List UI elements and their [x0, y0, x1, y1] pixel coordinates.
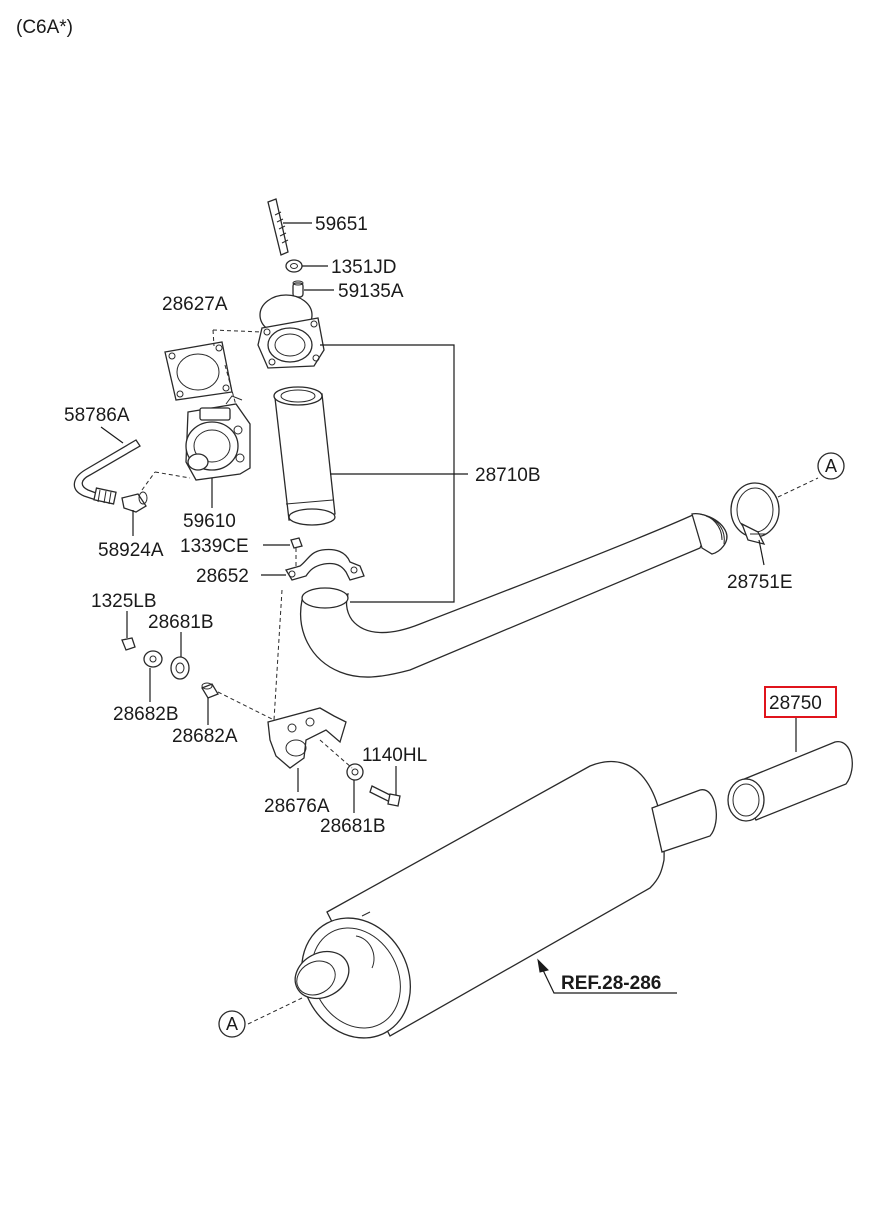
part-label-28652[interactable]: 28652	[196, 566, 249, 587]
clamp-28751e-drawing	[730, 482, 780, 545]
tail-pipe-28750-drawing	[727, 741, 853, 822]
part-label-59610[interactable]: 59610	[183, 511, 236, 532]
pipe-58786a-drawing	[73, 439, 141, 505]
part-label-1325lb[interactable]: 1325LB	[91, 591, 157, 612]
part-label-28676a[interactable]: 28676A	[264, 796, 330, 817]
part-label-58786a[interactable]: 58786A	[64, 405, 130, 426]
part-label-1351jd[interactable]: 1351JD	[331, 257, 397, 278]
bolt-1140hl-drawing	[369, 785, 401, 807]
nut-1325lb-drawing	[121, 637, 136, 651]
part-label-28751e[interactable]: 28751E	[727, 572, 793, 593]
valve-59610-drawing	[185, 395, 251, 481]
part-label-59135a[interactable]: 59135A	[338, 281, 404, 302]
reference-link[interactable]: REF.28-286	[561, 973, 661, 994]
bracket-28676a-drawing	[267, 707, 347, 769]
connector-a-top-circle	[817, 452, 845, 480]
part-label-28627a[interactable]: 28627A	[162, 294, 228, 315]
intermediate-pipe-drawing	[300, 512, 728, 678]
part-28750-highlight-box	[764, 686, 837, 718]
washer-28681b-lower-drawing	[346, 763, 364, 781]
nut-1351jd-drawing	[285, 259, 303, 273]
variant-label: (C6A*)	[16, 17, 73, 38]
part-label-28710b[interactable]: 28710B	[475, 465, 541, 486]
part-label-28681b-lower[interactable]: 28681B	[320, 816, 386, 837]
bolt-59651-drawing	[267, 198, 289, 256]
upper-flange-drawing	[257, 294, 325, 369]
nut-1339ce-drawing	[290, 537, 303, 549]
connector-a-bottom-circle	[218, 1010, 246, 1038]
fitting-58924a-drawing	[121, 491, 148, 513]
part-label-1140hl[interactable]: 1140HL	[362, 745, 427, 766]
part-label-28682a[interactable]: 28682A	[172, 726, 238, 747]
part-label-28681b-upper[interactable]: 28681B	[148, 612, 214, 633]
gasket-28627a-drawing	[164, 341, 233, 401]
part-label-1339ce[interactable]: 1339CE	[180, 536, 249, 557]
connector-a-top-label: A	[825, 456, 837, 476]
part-label-59651[interactable]: 59651	[315, 214, 368, 235]
pipe-28710b-drawing	[273, 386, 336, 526]
part-label-28750[interactable]: 28750	[769, 693, 822, 714]
part-label-28682b[interactable]: 28682B	[113, 704, 179, 725]
rubber-28681b-upper-drawing	[170, 656, 190, 680]
washer-28682b-drawing	[143, 650, 163, 668]
muffler-drawing	[294, 760, 717, 1039]
collar-28682a-drawing	[201, 682, 219, 699]
reference-arrow	[537, 958, 677, 994]
stud-59135a-drawing	[292, 280, 304, 298]
part-label-58924a[interactable]: 58924A	[98, 540, 164, 561]
hanger-28652-drawing	[285, 548, 365, 581]
connector-a-bottom-label: A	[226, 1014, 238, 1034]
